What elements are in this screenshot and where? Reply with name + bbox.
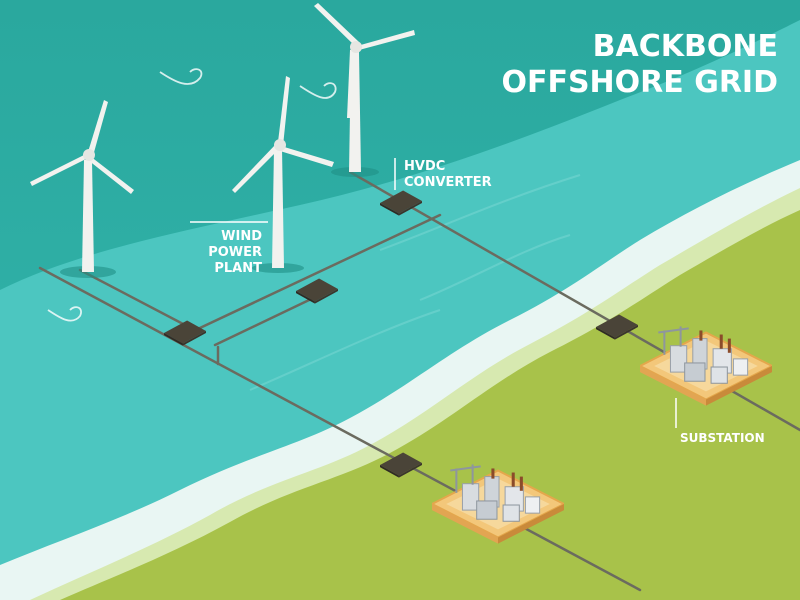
plant-label: POWER <box>208 245 262 260</box>
plant-label: PLANT <box>214 261 262 276</box>
wind-turbine-icon <box>232 76 334 273</box>
diagram-title-line1: BACKBONE <box>593 29 778 64</box>
leader-lines <box>190 158 677 428</box>
wind-swirls <box>47 68 337 322</box>
water-ripples <box>249 174 581 391</box>
diagram-title-line2: OFFSHORE GRID <box>501 65 778 100</box>
wind-turbine-icon <box>314 3 415 177</box>
wind-turbine-icon <box>30 100 134 278</box>
plant-label: WIND <box>221 229 262 244</box>
land <box>60 210 800 600</box>
substation-label: SUBSTATION <box>680 431 765 445</box>
converter-label: CONVERTER <box>404 175 492 190</box>
converter-label: HVDC <box>404 159 445 174</box>
